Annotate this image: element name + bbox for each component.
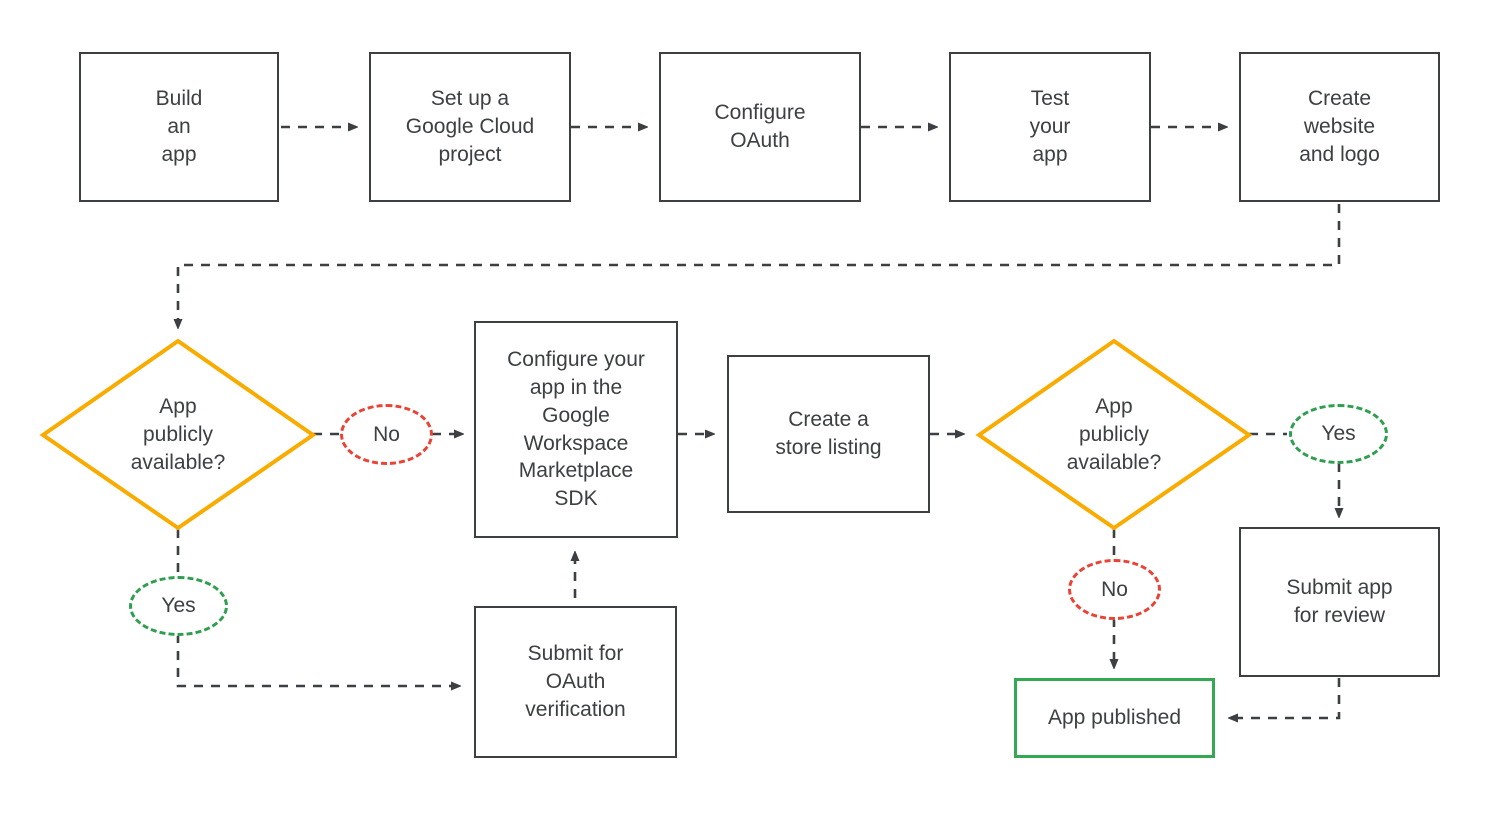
node-set-up-project[interactable]: Set up a Google Cloud project bbox=[369, 52, 571, 202]
node-decision-right-label: App publicly available? bbox=[1066, 395, 1162, 474]
edge-website-to-decision-left bbox=[178, 204, 1341, 320]
node-decision-left[interactable]: App publicly available? bbox=[43, 341, 313, 529]
decision-right-shape bbox=[975, 338, 1253, 531]
node-test-your-app[interactable]: Test your app bbox=[949, 52, 1151, 202]
edge-label-left-no-text: No bbox=[373, 422, 400, 446]
edge-decision-left-yes-b bbox=[176, 634, 452, 686]
edge-label-left-yes: Yes bbox=[129, 576, 228, 636]
edge-label-left-no: No bbox=[340, 404, 433, 465]
node-create-store-listing[interactable]: Create a store listing bbox=[727, 355, 930, 513]
edge-label-right-yes: Yes bbox=[1289, 404, 1388, 464]
node-submit-oauth-verification-label: Submit for OAuth verification bbox=[525, 642, 626, 721]
node-create-website-and-logo[interactable]: Create website and logo bbox=[1239, 52, 1440, 202]
node-submit-app-for-review-label: Submit app for review bbox=[1286, 576, 1393, 627]
edge-label-left-yes-text: Yes bbox=[161, 594, 196, 617]
edge-label-right-no: No bbox=[1068, 559, 1161, 620]
node-create-store-listing-label: Create a store listing bbox=[775, 408, 882, 459]
node-submit-app-for-review[interactable]: Submit app for review bbox=[1239, 527, 1440, 677]
node-decision-left-label: App publicly available? bbox=[130, 395, 226, 474]
edge-label-right-yes-text: Yes bbox=[1321, 422, 1356, 445]
node-configure-sdk-label: Configure your app in the Google Workspa… bbox=[507, 348, 645, 510]
node-build-an-app[interactable]: Build an app bbox=[79, 52, 279, 202]
node-configure-oauth[interactable]: Configure OAuth bbox=[659, 52, 861, 202]
node-app-published-label: App published bbox=[1047, 706, 1182, 730]
node-app-published[interactable]: App published bbox=[1014, 678, 1215, 758]
node-build-an-app-label: Build an app bbox=[155, 87, 203, 166]
edge-review-to-published bbox=[1237, 678, 1341, 718]
decision-left-shape bbox=[39, 338, 317, 531]
node-set-up-project-label: Set up a Google Cloud project bbox=[405, 87, 535, 166]
node-configure-oauth-label: Configure OAuth bbox=[714, 101, 806, 152]
node-configure-sdk[interactable]: Configure your app in the Google Workspa… bbox=[474, 321, 678, 538]
node-test-your-app-label: Test your app bbox=[1029, 87, 1071, 166]
node-submit-oauth-verification[interactable]: Submit for OAuth verification bbox=[474, 606, 677, 758]
edge-label-right-no-text: No bbox=[1101, 577, 1128, 601]
node-decision-right[interactable]: App publicly available? bbox=[979, 341, 1249, 529]
node-create-website-and-logo-label: Create website and logo bbox=[1299, 87, 1380, 166]
